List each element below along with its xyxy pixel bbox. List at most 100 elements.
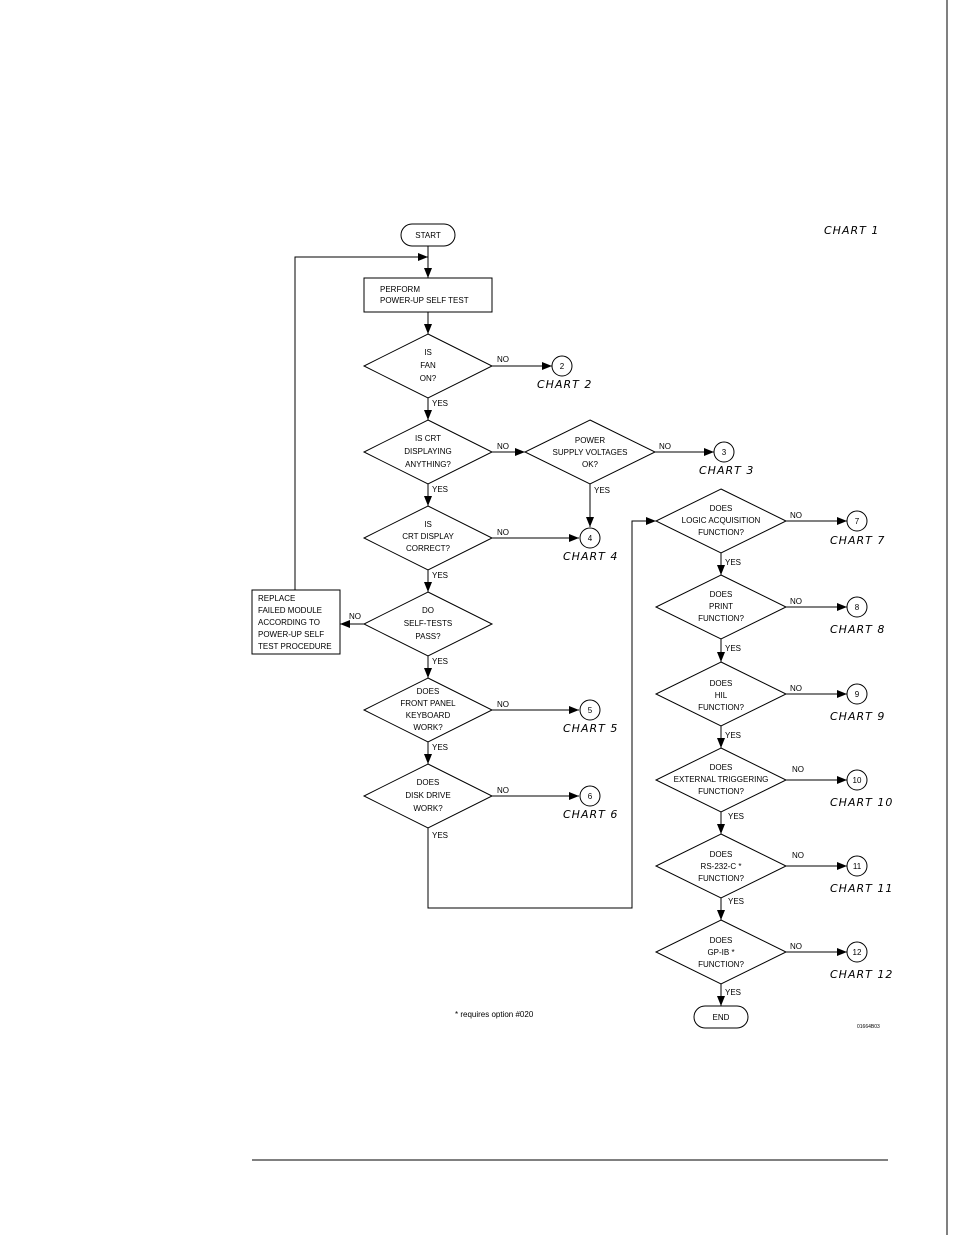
ext-trig-line-3: FUNCTION? [698,787,744,796]
self-tests-line-2: SELF-TESTS [404,619,452,628]
connector-3-label: 3 [722,448,727,457]
crt-displaying-line-3: ANYTHING? [405,460,451,469]
ext-trig-line-2: EXTERNAL TRIGGERING [674,775,769,784]
front-panel-line-4: WORK? [413,723,443,732]
crt-correct-yes-label: YES [432,571,448,580]
crt-correct-line-3: CORRECT? [406,544,451,553]
end-terminal [693,1005,749,1029]
self-tests-no-label: NO [349,612,361,621]
end-label: END [713,1013,730,1022]
fan-yes-label: YES [432,399,448,408]
connector-8 [846,596,868,618]
connector-12 [846,941,868,963]
self-tests-line-3: PASS? [415,632,441,641]
connector-10-label: 10 [853,776,862,785]
fan-line-3: ON? [420,374,437,383]
logic-acq-line-2: LOGIC ACQUISITION [682,516,761,525]
connector-3 [713,441,735,463]
chart-12-ref: CHART 12 [830,968,893,981]
connector-6 [579,785,601,807]
footnote: * requires option #020 [455,1010,534,1019]
power-supply-no-label: NO [659,442,671,451]
replace-line-1: REPLACE [258,594,295,603]
connector-10 [846,769,868,791]
ext-trig-yes-label: YES [728,812,744,821]
replace-line-2: FAILED MODULE [258,606,322,615]
perform-line-1: PERFORM [380,285,420,294]
chart-9-ref: CHART 9 [830,710,885,723]
print-line-3: FUNCTION? [698,614,744,623]
chart-6-ref: CHART 6 [563,808,618,821]
crt-displaying-yes-label: YES [432,485,448,494]
self-tests-yes-label: YES [432,657,448,666]
connector-5-label: 5 [588,706,593,715]
crt-correct-no-label: NO [497,528,509,537]
connector-11 [846,855,868,877]
logic-acq-line-1: DOES [710,504,733,513]
disk-drive-line-3: WORK? [413,804,443,813]
connector-8-label: 8 [855,603,860,612]
fan-line-2: FAN [420,361,436,370]
chart-11-ref: CHART 11 [830,882,893,895]
front-panel-line-2: FRONT PANEL [400,699,456,708]
disk-drive-line-1: DOES [417,778,440,787]
logic-acq-yes-label: YES [725,558,741,567]
perform-line-2: POWER-UP SELF TEST [380,296,469,305]
hil-line-3: FUNCTION? [698,703,744,712]
front-panel-line-3: KEYBOARD [406,711,451,720]
crt-displaying-line-2: DISPLAYING [404,447,451,456]
chart-7-ref: CHART 7 [830,534,885,547]
rs232-yes-label: YES [728,897,744,906]
crt-displaying-line-1: IS CRT [415,434,441,443]
connector-11-label: 11 [853,862,862,871]
disk-drive-no-label: NO [497,786,509,795]
chart-title: CHART 1 [824,224,879,237]
front-panel-no-label: NO [497,700,509,709]
ext-trig-line-1: DOES [710,763,733,772]
disk-drive-yes-label: YES [432,831,448,840]
front-panel-yes-label: YES [432,743,448,752]
replace-box [251,589,341,655]
logic-acq-no-label: NO [790,511,802,520]
logic-acq-line-3: FUNCTION? [698,528,744,537]
connector-2 [551,355,573,377]
gpib-yes-label: YES [725,988,741,997]
chart-5-ref: CHART 5 [563,722,618,735]
replace-line-5: TEST PROCEDURE [258,642,332,651]
power-supply-line-1: POWER [575,436,605,445]
crt-displaying-no-label: NO [497,442,509,451]
hil-line-1: DOES [710,679,733,688]
connector-9 [846,683,868,705]
connector-9-label: 9 [855,690,860,699]
connector-12-label: 12 [853,948,862,957]
replace-line-4: POWER-UP SELF [258,630,324,639]
chart-10-ref: CHART 10 [830,796,893,809]
power-supply-yes-label: YES [594,486,610,495]
gpib-line-2: GP-IB * [707,948,734,957]
connector-6-label: 6 [588,792,593,801]
front-panel-line-1: DOES [417,687,440,696]
print-no-label: NO [790,597,802,606]
fan-no-label: NO [497,355,509,364]
chart-8-ref: CHART 8 [830,623,885,636]
print-line-2: PRINT [709,602,733,611]
print-line-1: DOES [710,590,733,599]
power-supply-line-2: SUPPLY VOLTAGES [553,448,628,457]
connector-5 [579,699,601,721]
rs232-line-1: DOES [710,850,733,859]
ext-trig-no-label: NO [792,765,804,774]
arrow-replace-loop [294,253,428,590]
perform-box [363,277,493,313]
start-label: START [415,231,441,240]
disk-drive-line-2: DISK DRIVE [405,791,450,800]
connector-2-label: 2 [560,362,565,371]
connector-4 [579,527,601,549]
self-tests-line-1: DO [422,606,434,615]
rs232-no-label: NO [792,851,804,860]
chart-4-ref: CHART 4 [563,550,618,563]
connector-7 [846,510,868,532]
power-supply-line-3: OK? [582,460,599,469]
chart-2-ref: CHART 2 [537,378,592,391]
